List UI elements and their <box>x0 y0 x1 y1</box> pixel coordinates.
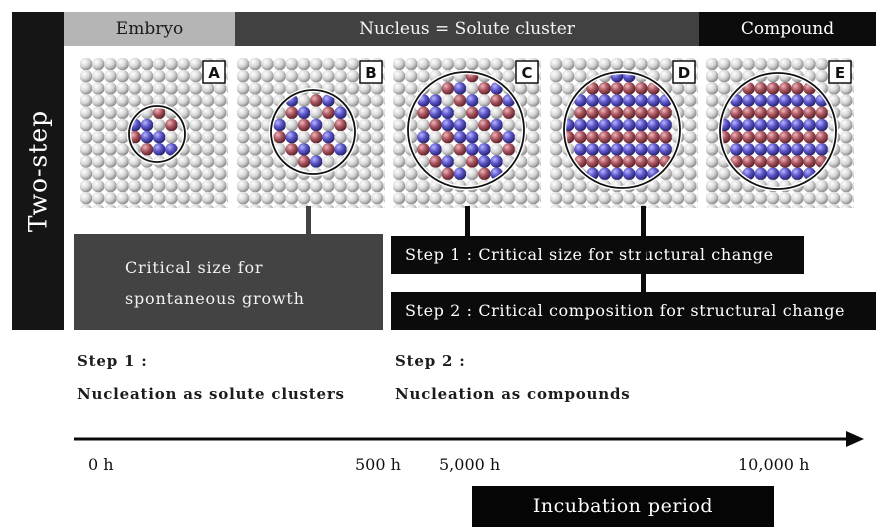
header-compound: Compound <box>699 12 876 46</box>
step1-pointer <box>465 206 470 236</box>
nucleation-panels: A B C D E <box>80 58 854 208</box>
panel-label-box <box>828 60 852 84</box>
panel-letter: A <box>208 64 220 82</box>
step1-box-text: Step 1 : Critical size for structural ch… <box>405 245 774 264</box>
step2-critical-composition-box: Step 2 : Critical composition for struct… <box>391 292 876 330</box>
side-label: Two-step <box>23 109 53 233</box>
callout-line-2: spontaneous growth <box>125 289 305 308</box>
tick-0h: 0 h <box>88 455 114 474</box>
tick-10000h: 10,000 h <box>738 455 810 474</box>
timeline-arrow <box>74 431 864 447</box>
step1-title: Step 1 : <box>77 352 148 370</box>
header-nucleus: Nucleus = Solute cluster <box>235 12 699 46</box>
step1-description: Nucleation as solute clusters <box>77 385 345 403</box>
step2-box-text: Step 2 : Critical composition for struct… <box>405 301 846 320</box>
panel-letter: D <box>678 64 690 82</box>
panel-E: E <box>706 58 854 208</box>
panel-C: C <box>393 58 541 208</box>
panel-letter: B <box>365 64 376 82</box>
panel-label-box <box>515 60 539 84</box>
panel-D: D <box>550 58 698 208</box>
step2-description: Nucleation as compounds <box>395 385 631 403</box>
incubation-period-label: Incubation period <box>472 486 774 527</box>
step1-critical-size-box: Step 1 : Critical size for structural ch… <box>391 236 804 274</box>
panel-letter: C <box>521 64 532 82</box>
panel-B: B <box>237 58 385 208</box>
panel-A: A <box>80 58 228 208</box>
side-label-bar: Two-step <box>12 12 64 330</box>
step2-title: Step 2 : <box>395 352 466 370</box>
panel-label-box <box>202 60 226 84</box>
panel-label-box <box>359 60 383 84</box>
panel-label-box <box>672 60 696 84</box>
tick-5000h: 5,000 h <box>439 455 501 474</box>
panel-letter: E <box>835 64 845 82</box>
tick-500h: 500 h <box>355 455 401 474</box>
critical-size-callout: Critical size for spontaneous growth <box>74 234 383 330</box>
callout-line-1: Critical size for <box>125 258 264 277</box>
callout-pointer <box>306 206 311 236</box>
header-embryo: Embryo <box>64 12 235 46</box>
step2-pointer <box>641 206 646 292</box>
